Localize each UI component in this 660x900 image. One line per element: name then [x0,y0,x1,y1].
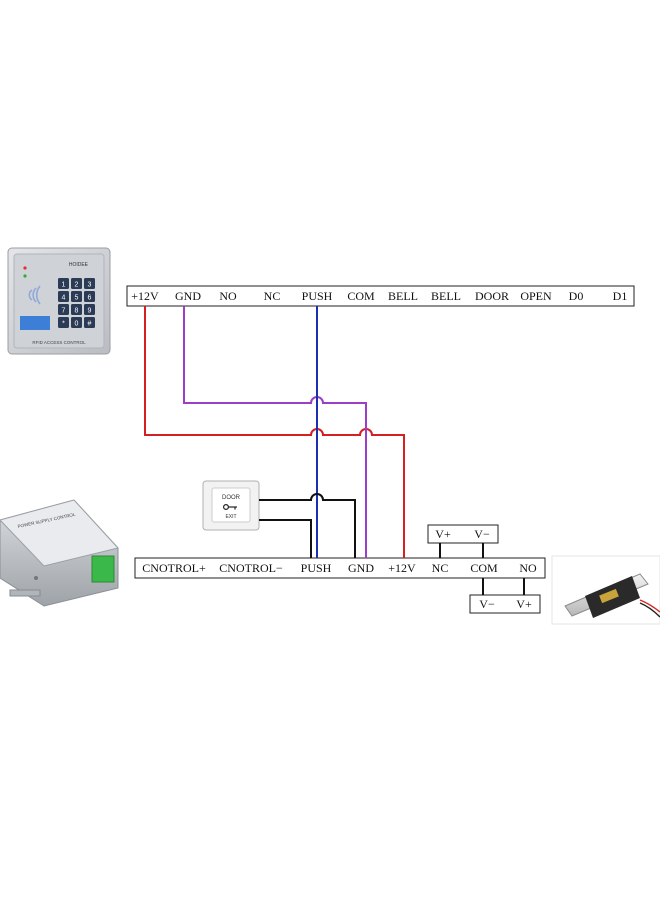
wire-black-exit-to-push [259,519,312,558]
controller-terminal-8: DOOR [475,289,509,303]
lock-bottom-terminal-0: V− [479,597,495,611]
controller-terminal-0: +12V [131,289,159,303]
keypad-key-2 [84,278,95,289]
keypad-key-label-2: 3 [88,282,92,289]
keypad-key-6 [58,304,69,315]
controller-terminal-rail [126,285,635,307]
exit-button-line1: DOOR [222,495,241,501]
lock-bottom-terminal-1: V+ [516,597,532,611]
keypad-caption: RFID ACCESS CONTROL [32,340,86,345]
keypad-key-9 [58,317,69,328]
psu-terminal-2: PUSH [301,561,332,575]
keypad-brand: HOIDEE [69,262,89,268]
keypad-key-label-5: 6 [88,295,92,302]
psu-terminal-0: CNOTROL+ [142,561,206,575]
rfid-wave-icon [28,285,41,305]
keypad-key-8 [84,304,95,315]
psu-terminal-4: +12V [388,561,416,575]
controller-terminal-10: D0 [569,289,584,303]
wires [144,306,525,595]
keypad-key-0 [58,278,69,289]
lock-top-terminal-labels: V+ V− [435,527,490,541]
power-supply-terminal-labels: CNOTROL+ CNOTROL− PUSH GND +12V NC COM NO [142,561,537,575]
exit-button-line2: EXIT [225,514,236,520]
key-icon [223,504,237,511]
keypad-image: HOIDEE 1 2 3 4 5 6 7 8 9 * 0 # RFID ACCESS CONTROL [7,247,111,355]
psu-terminal-6: COM [470,561,498,575]
controller-terminal-7: BELL [431,289,461,303]
lock-top-terminal-box [427,524,499,544]
controller-terminal-11: D1 [613,289,628,303]
lock-bottom-terminal-labels: V− V+ [479,597,532,611]
psu-terminal-3: GND [348,561,374,575]
lock-top-terminal-0: V+ [435,527,451,541]
keypad-key-3 [58,291,69,302]
keypad-key-label-4: 5 [75,295,79,302]
electric-strike-icon [551,555,660,625]
keypad-keys: 1 2 3 4 5 6 7 8 9 * 0 # [58,278,95,328]
controller-terminal-2: NO [219,289,237,303]
keypad-key-label-9: * [62,321,65,328]
controller-terminal-labels: +12V GND NO NC PUSH COM BELL BELL DOOR OPEN D0 D1 [131,289,627,303]
keypad-key-label-1: 2 [75,282,79,289]
psu-terminal-5: NC [432,561,449,575]
exit-button-image: DOOR EXIT [202,480,260,531]
keypad-key-label-11: # [88,321,92,328]
psu-terminal-1: CNOTROL− [219,561,283,575]
keypad-key-11 [84,317,95,328]
lock-bottom-terminal-box [469,594,541,614]
controller-terminal-9: OPEN [520,289,552,303]
controller-terminal-6: BELL [388,289,418,303]
power-supply-image: POWER SUPPLY CONTROL [0,499,119,607]
keypad-key-label-10: 0 [75,321,79,328]
wire-black-exit-to-gnd [259,493,356,558]
keypad-key-label-0: 1 [62,282,66,289]
wire-red-12v [144,306,405,558]
controller-terminal-1: GND [175,289,201,303]
controller-terminal-4: PUSH [302,289,333,303]
keypad-key-1 [71,278,82,289]
keypad-key-5 [84,291,95,302]
power-supply-terminal-rail [134,557,546,579]
lock-top-terminal-1: V− [474,527,490,541]
keypad-key-4 [71,291,82,302]
keypad-key-label-7: 8 [75,308,79,315]
psu-terminal-7: NO [519,561,537,575]
keypad-key-10 [71,317,82,328]
controller-terminal-3: NC [264,289,281,303]
keypad-key-label-3: 4 [62,295,66,302]
keypad-key-label-8: 9 [88,308,92,315]
keypad-key-7 [71,304,82,315]
keypad-key-label-6: 7 [62,308,66,315]
controller-terminal-5: COM [347,289,375,303]
